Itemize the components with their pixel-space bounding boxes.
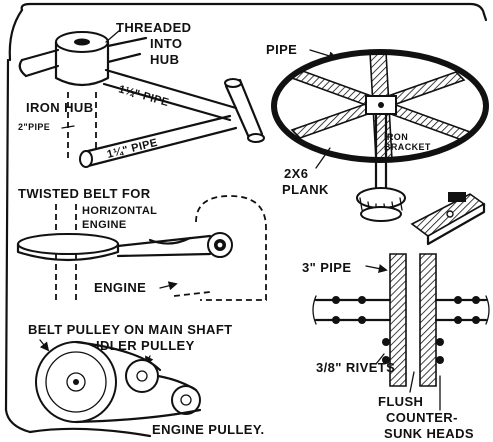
main-pulley-horizontal xyxy=(17,233,119,255)
label-rivets: 3/8" RIVETS xyxy=(316,360,395,375)
pipe-wall-right xyxy=(419,253,437,387)
label-hub: HUB xyxy=(150,52,179,67)
label-engine-pulley: ENGINE PULLEY. xyxy=(152,422,265,437)
label-engine: ENGINE xyxy=(94,280,146,295)
pulley-system xyxy=(35,340,202,424)
rivet-joint-detail xyxy=(312,253,490,387)
engine-outline xyxy=(195,195,267,301)
label-engine-sub: ENGINE xyxy=(82,219,127,231)
label-2x6: 2X6 xyxy=(284,166,308,181)
hub-hole xyxy=(74,38,90,46)
pipe-wheel xyxy=(271,49,489,222)
label-threaded: THREADED xyxy=(116,20,191,35)
label-plank: PLANK xyxy=(282,182,329,197)
rivet-row xyxy=(332,296,480,364)
bracket-detail xyxy=(410,192,486,246)
bevel-gear xyxy=(356,187,406,209)
label-horizontal: HORIZONTAL xyxy=(82,205,157,217)
label-bracket: BRACKET xyxy=(384,142,431,152)
label-idler-pulley: IDLER PULLEY xyxy=(96,338,195,353)
label-flush: FLUSH xyxy=(378,394,423,409)
label-iron-hub: IRON HUB xyxy=(26,100,93,115)
iron-hub-assembly xyxy=(18,31,265,168)
label-into: INTO xyxy=(150,36,182,51)
label-counter: COUNTER- xyxy=(386,410,458,425)
label-belt-pulley: BELT PULLEY ON MAIN SHAFT xyxy=(28,322,233,337)
label-sunk-heads: SUNK HEADS xyxy=(384,426,474,441)
label-two-inch-pipe: 2"PIPE xyxy=(18,122,50,132)
page-frame xyxy=(4,2,488,438)
label-iron: IRON xyxy=(384,132,408,142)
twisted-belt-assembly xyxy=(16,195,267,301)
label-three-inch-pipe: 3" PIPE xyxy=(302,260,351,275)
engine-pulley xyxy=(171,385,201,415)
label-pipe-arrow: PIPE xyxy=(266,42,297,57)
label-twisted-belt: TWISTED BELT FOR xyxy=(18,186,151,201)
